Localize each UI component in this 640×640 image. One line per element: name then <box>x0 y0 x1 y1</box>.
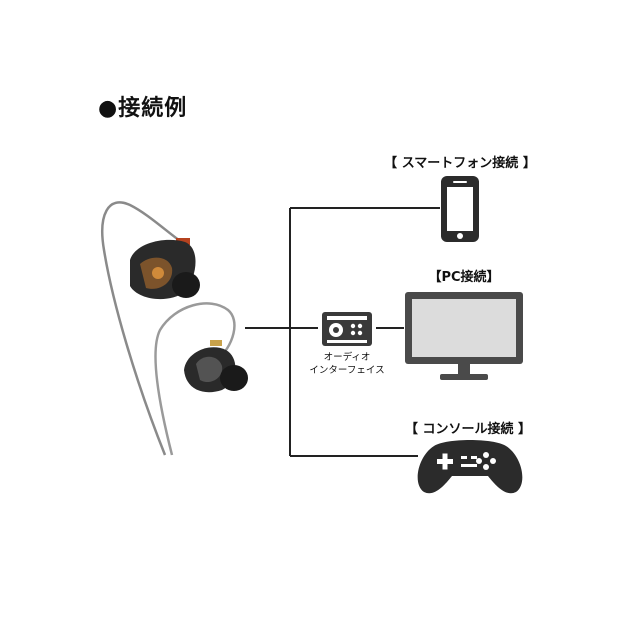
section-heading: ●接続例 <box>98 96 188 121</box>
smartphone-connection-label: 【 スマートフォン接続 】 <box>384 156 536 171</box>
smartphone-icon <box>441 176 479 242</box>
audio-interface-icon <box>322 312 372 346</box>
audio-interface-label-line1: オーディオ <box>323 352 371 363</box>
audio-interface-label-line2: インターフェイス <box>309 365 385 376</box>
console-connection-label: 【 コンソール接続 】 <box>404 422 532 437</box>
pc-connection-label: 【PC接続】 <box>428 270 500 285</box>
pc-monitor-icon <box>405 292 523 380</box>
game-controller-icon <box>417 440 523 494</box>
connection-lines <box>245 207 440 457</box>
audio-interface-label: オーディオ インターフェイス <box>309 351 384 377</box>
earphones-image <box>101 201 248 456</box>
